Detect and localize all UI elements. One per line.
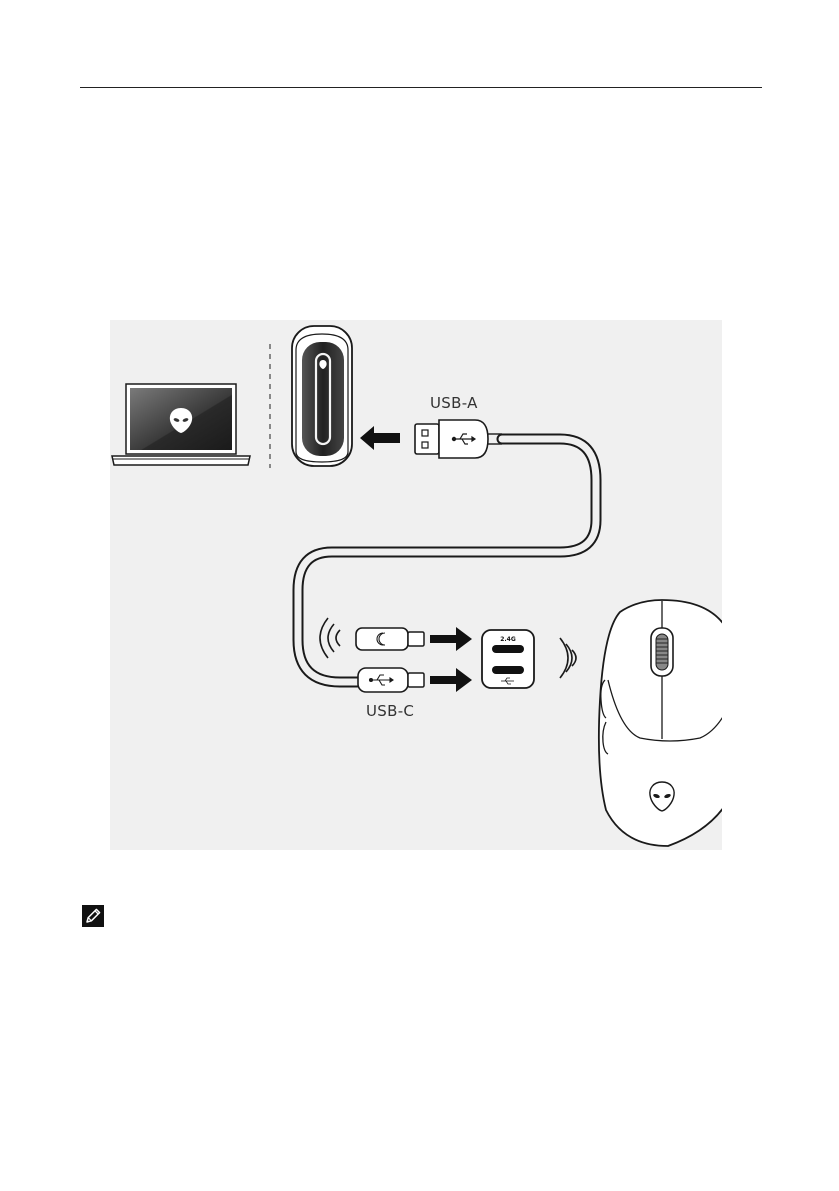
usb-c-label: USB-C xyxy=(366,702,414,720)
dongle-port-label: 2.4G xyxy=(500,636,516,643)
arrow-right-icon xyxy=(430,668,472,692)
arrow-left-icon xyxy=(360,426,400,450)
wireless-dongle-plug-icon xyxy=(356,628,424,650)
usb-a-label: USB-A xyxy=(430,394,478,412)
mouse-icon xyxy=(599,600,722,846)
usb-a-plug-icon xyxy=(415,420,502,458)
connection-diagram: 2.4G xyxy=(110,320,722,850)
laptop-icon xyxy=(112,384,250,465)
desktop-tower-icon xyxy=(292,326,352,466)
wireless-waves-icon xyxy=(560,638,576,678)
usb-c-plug-icon xyxy=(358,668,424,692)
wireless-waves-icon xyxy=(320,618,340,658)
header-rule xyxy=(80,87,762,88)
cable-line xyxy=(298,439,596,682)
connection-figure: 2.4G xyxy=(110,320,722,850)
arrow-right-icon xyxy=(430,627,472,651)
pencil-note-icon xyxy=(82,905,104,927)
receiver-dock-icon: 2.4G xyxy=(482,630,534,688)
